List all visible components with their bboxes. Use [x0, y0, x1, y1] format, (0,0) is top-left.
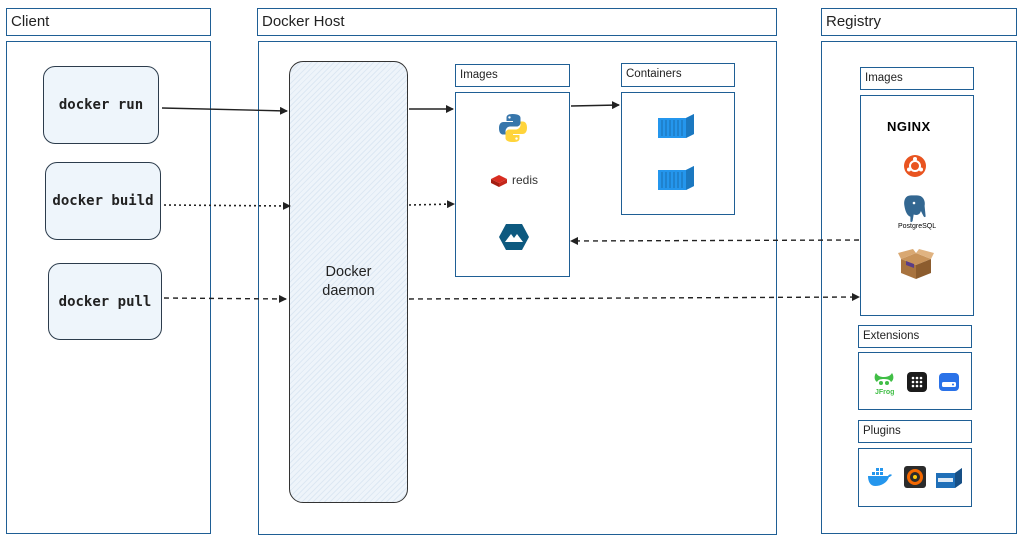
client-title-label: Client [11, 13, 50, 30]
extensions-title: Extensions [858, 325, 972, 348]
daemon-label-line1: Docker [325, 264, 372, 280]
containers-title: Containers [621, 63, 735, 87]
package-box-icon [898, 249, 934, 279]
pull-arrow [163, 294, 287, 303]
nginx-icon: NGINX [887, 119, 931, 134]
jfrog-icon: JFrog [874, 373, 894, 396]
docker-run-command[interactable]: docker run [43, 66, 159, 144]
daemon-build-arrow [408, 200, 455, 209]
containers-title-label: Containers [626, 68, 682, 80]
images-to-containers-arrow [570, 101, 620, 110]
command-label: docker pull [58, 293, 152, 310]
docker-host-title: Docker Host [257, 8, 777, 36]
docker-whale-icon [868, 468, 892, 486]
alpine-icon [499, 224, 529, 250]
docker-host-title-label: Docker Host [262, 13, 345, 30]
docker-pull-command[interactable]: docker pull [48, 263, 162, 340]
docker-build-command[interactable]: docker build [45, 162, 161, 240]
docker-daemon[interactable]: Docker daemon [289, 61, 408, 503]
daemon-to-registry-arrow [408, 293, 860, 302]
ubuntu-icon [904, 155, 926, 177]
postgresql-label: PostgreSQL [898, 223, 936, 230]
plugins-title: Plugins [858, 420, 972, 443]
host-images-title-label: Images [460, 69, 498, 81]
nginx-label: NGINX [887, 119, 931, 134]
registry-to-images-arrow [570, 236, 860, 245]
python-icon [499, 114, 527, 142]
registry-images-title-label: Images [865, 72, 903, 84]
registry-title: Registry [821, 8, 1017, 36]
container-icon [658, 166, 694, 190]
grid-app-icon [907, 372, 927, 392]
command-label: docker run [58, 97, 144, 113]
registry-images-title: Images [860, 67, 974, 90]
host-images-title: Images [455, 64, 570, 87]
plugins-title-label: Plugins [863, 425, 901, 437]
redis-icon: redis [491, 173, 538, 187]
vieux-icon [936, 468, 962, 488]
grafana-icon [904, 466, 926, 488]
run-arrow [161, 106, 288, 115]
client-title: Client [6, 8, 211, 36]
extensions-title-label: Extensions [863, 330, 920, 342]
containers-panel [621, 92, 735, 215]
jfrog-label: JFrog [875, 389, 894, 396]
container-icon [658, 114, 694, 138]
command-label: docker build [52, 193, 154, 209]
registry-title-label: Registry [826, 13, 882, 30]
drive-icon [939, 373, 959, 391]
daemon-label-line2: daemon [322, 283, 375, 299]
build-arrow [163, 201, 291, 210]
postgresql-icon: PostgreSQL [898, 194, 936, 230]
redis-label: redis [512, 173, 538, 187]
